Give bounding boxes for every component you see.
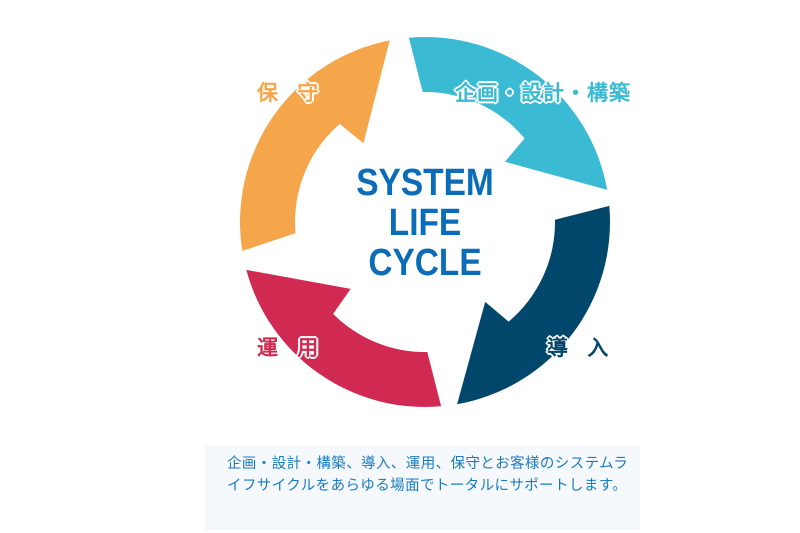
title-line: SYSTEM bbox=[356, 162, 494, 204]
stage-arrow-maintenance bbox=[240, 40, 390, 251]
title-line: CYCLE bbox=[368, 242, 482, 284]
life-cycle-diagram bbox=[240, 36, 611, 408]
stage-label-operation: 運 用 bbox=[257, 336, 325, 360]
title-line: LIFE bbox=[388, 202, 462, 244]
stage-arrow-planning bbox=[408, 36, 608, 190]
stage-label-introduction: 導 入 bbox=[547, 336, 615, 360]
stage-label-planning: 企画・設計・構築 bbox=[455, 81, 631, 105]
stage-arrow-operation bbox=[246, 269, 442, 408]
description-text: 企画・設計・構築、導入、運用、保守とお客様のシステムライフサイクルをあらゆる場面… bbox=[227, 456, 629, 494]
stage-label-maintenance: 保 守 bbox=[257, 81, 325, 105]
description-box: 企画・設計・構築、導入、運用、保守とお客様のシステムライフサイクルをあらゆる場面… bbox=[205, 445, 640, 530]
stage-arrow-introduction bbox=[457, 205, 611, 405]
system-life-cycle-title: SYSTEM LIFE CYCLE bbox=[325, 163, 525, 283]
